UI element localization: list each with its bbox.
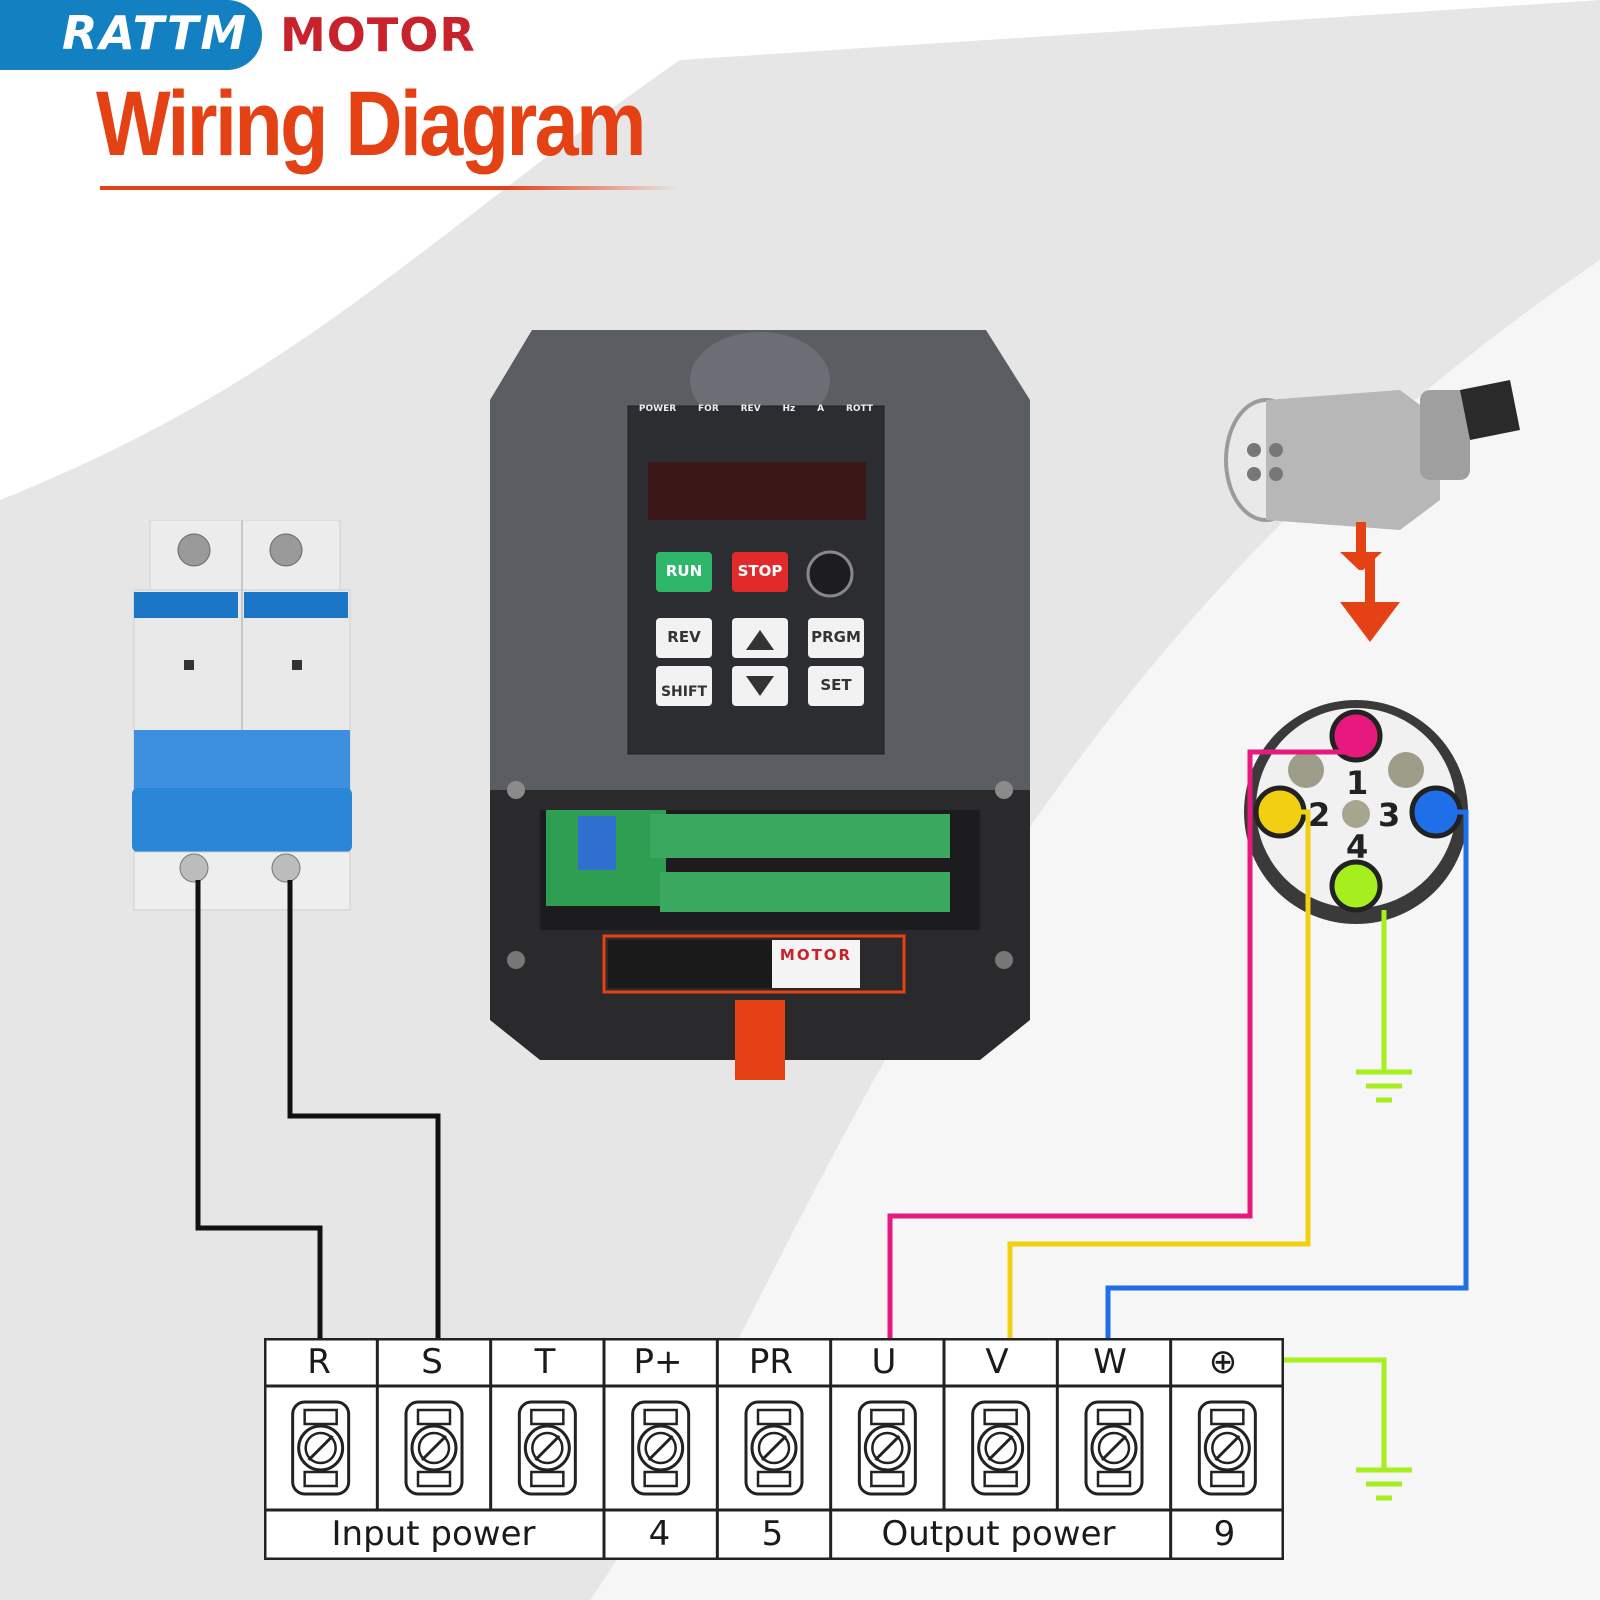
screw-terminal-icon xyxy=(971,1400,1031,1496)
footer-input-power: Input power xyxy=(331,1514,536,1554)
terminal-label-ground: ⊕ xyxy=(1208,1342,1238,1382)
terminal-label-r: R xyxy=(307,1342,331,1382)
screw-terminal-icon xyxy=(857,1400,917,1496)
led-power-label: POWER xyxy=(638,404,677,414)
footer-pr-number: 5 xyxy=(761,1514,784,1554)
screw-terminal-icon xyxy=(1084,1400,1144,1496)
led-hz-label: Hz xyxy=(782,404,796,414)
shift-button: SHIFT xyxy=(660,684,708,700)
prgm-button: PRGM xyxy=(811,628,861,646)
page-title: Wiring Diagram xyxy=(96,73,646,175)
terminal-label-s: S xyxy=(421,1342,443,1382)
run-button: RUN xyxy=(665,562,703,580)
vfd-inverter-illustration xyxy=(490,330,1030,1080)
pin-1-label: 1 xyxy=(1346,764,1369,802)
pin-2-label: 2 xyxy=(1308,796,1331,834)
rev-button: REV xyxy=(667,628,701,646)
brand-name: RATTM xyxy=(62,6,249,60)
terminal-label-t: T xyxy=(534,1342,556,1382)
connector-pin-face xyxy=(1244,700,1468,924)
terminal-block xyxy=(264,1338,1284,1560)
led-rev-label: REV xyxy=(740,404,761,414)
screw-terminal-icon xyxy=(631,1400,691,1496)
led-a-label: A xyxy=(817,404,825,414)
down-arrow-icon xyxy=(1340,552,1400,642)
screw-terminal-icon xyxy=(517,1400,577,1496)
terminal-label-p-plus: P+ xyxy=(633,1342,683,1382)
motor-terminal-label: MOTOR xyxy=(779,946,853,964)
brand-suffix: MOTOR xyxy=(280,8,476,62)
brand-logo-pill xyxy=(0,0,262,70)
screw-terminal-icon xyxy=(291,1400,351,1496)
set-button: SET xyxy=(820,676,852,694)
terminal-label-v: V xyxy=(985,1342,1009,1382)
terminal-label-pr: PR xyxy=(748,1342,794,1382)
screw-terminal-icon xyxy=(404,1400,464,1496)
screw-terminal-icon xyxy=(744,1400,804,1496)
circuit-breaker-illustration xyxy=(132,520,352,911)
title-underline xyxy=(100,186,680,190)
aviation-plug-illustration xyxy=(1224,380,1520,570)
terminal-label-u: U xyxy=(871,1342,897,1382)
screw-terminal-icon xyxy=(1197,1400,1257,1496)
led-rott-label: ROTT xyxy=(845,404,874,414)
stop-button: STOP xyxy=(737,562,783,580)
led-for-label: FOR xyxy=(698,404,719,414)
footer-p-plus-number: 4 xyxy=(648,1514,671,1554)
pin-4-label: 4 xyxy=(1346,828,1369,866)
footer-ground-number: 9 xyxy=(1213,1514,1236,1554)
pin-3-label: 3 xyxy=(1378,796,1401,834)
vfd-led-row: POWER FOR REV Hz A ROTT xyxy=(628,404,884,414)
terminal-label-w: W xyxy=(1093,1342,1127,1382)
footer-output-power: Output power xyxy=(881,1514,1116,1554)
